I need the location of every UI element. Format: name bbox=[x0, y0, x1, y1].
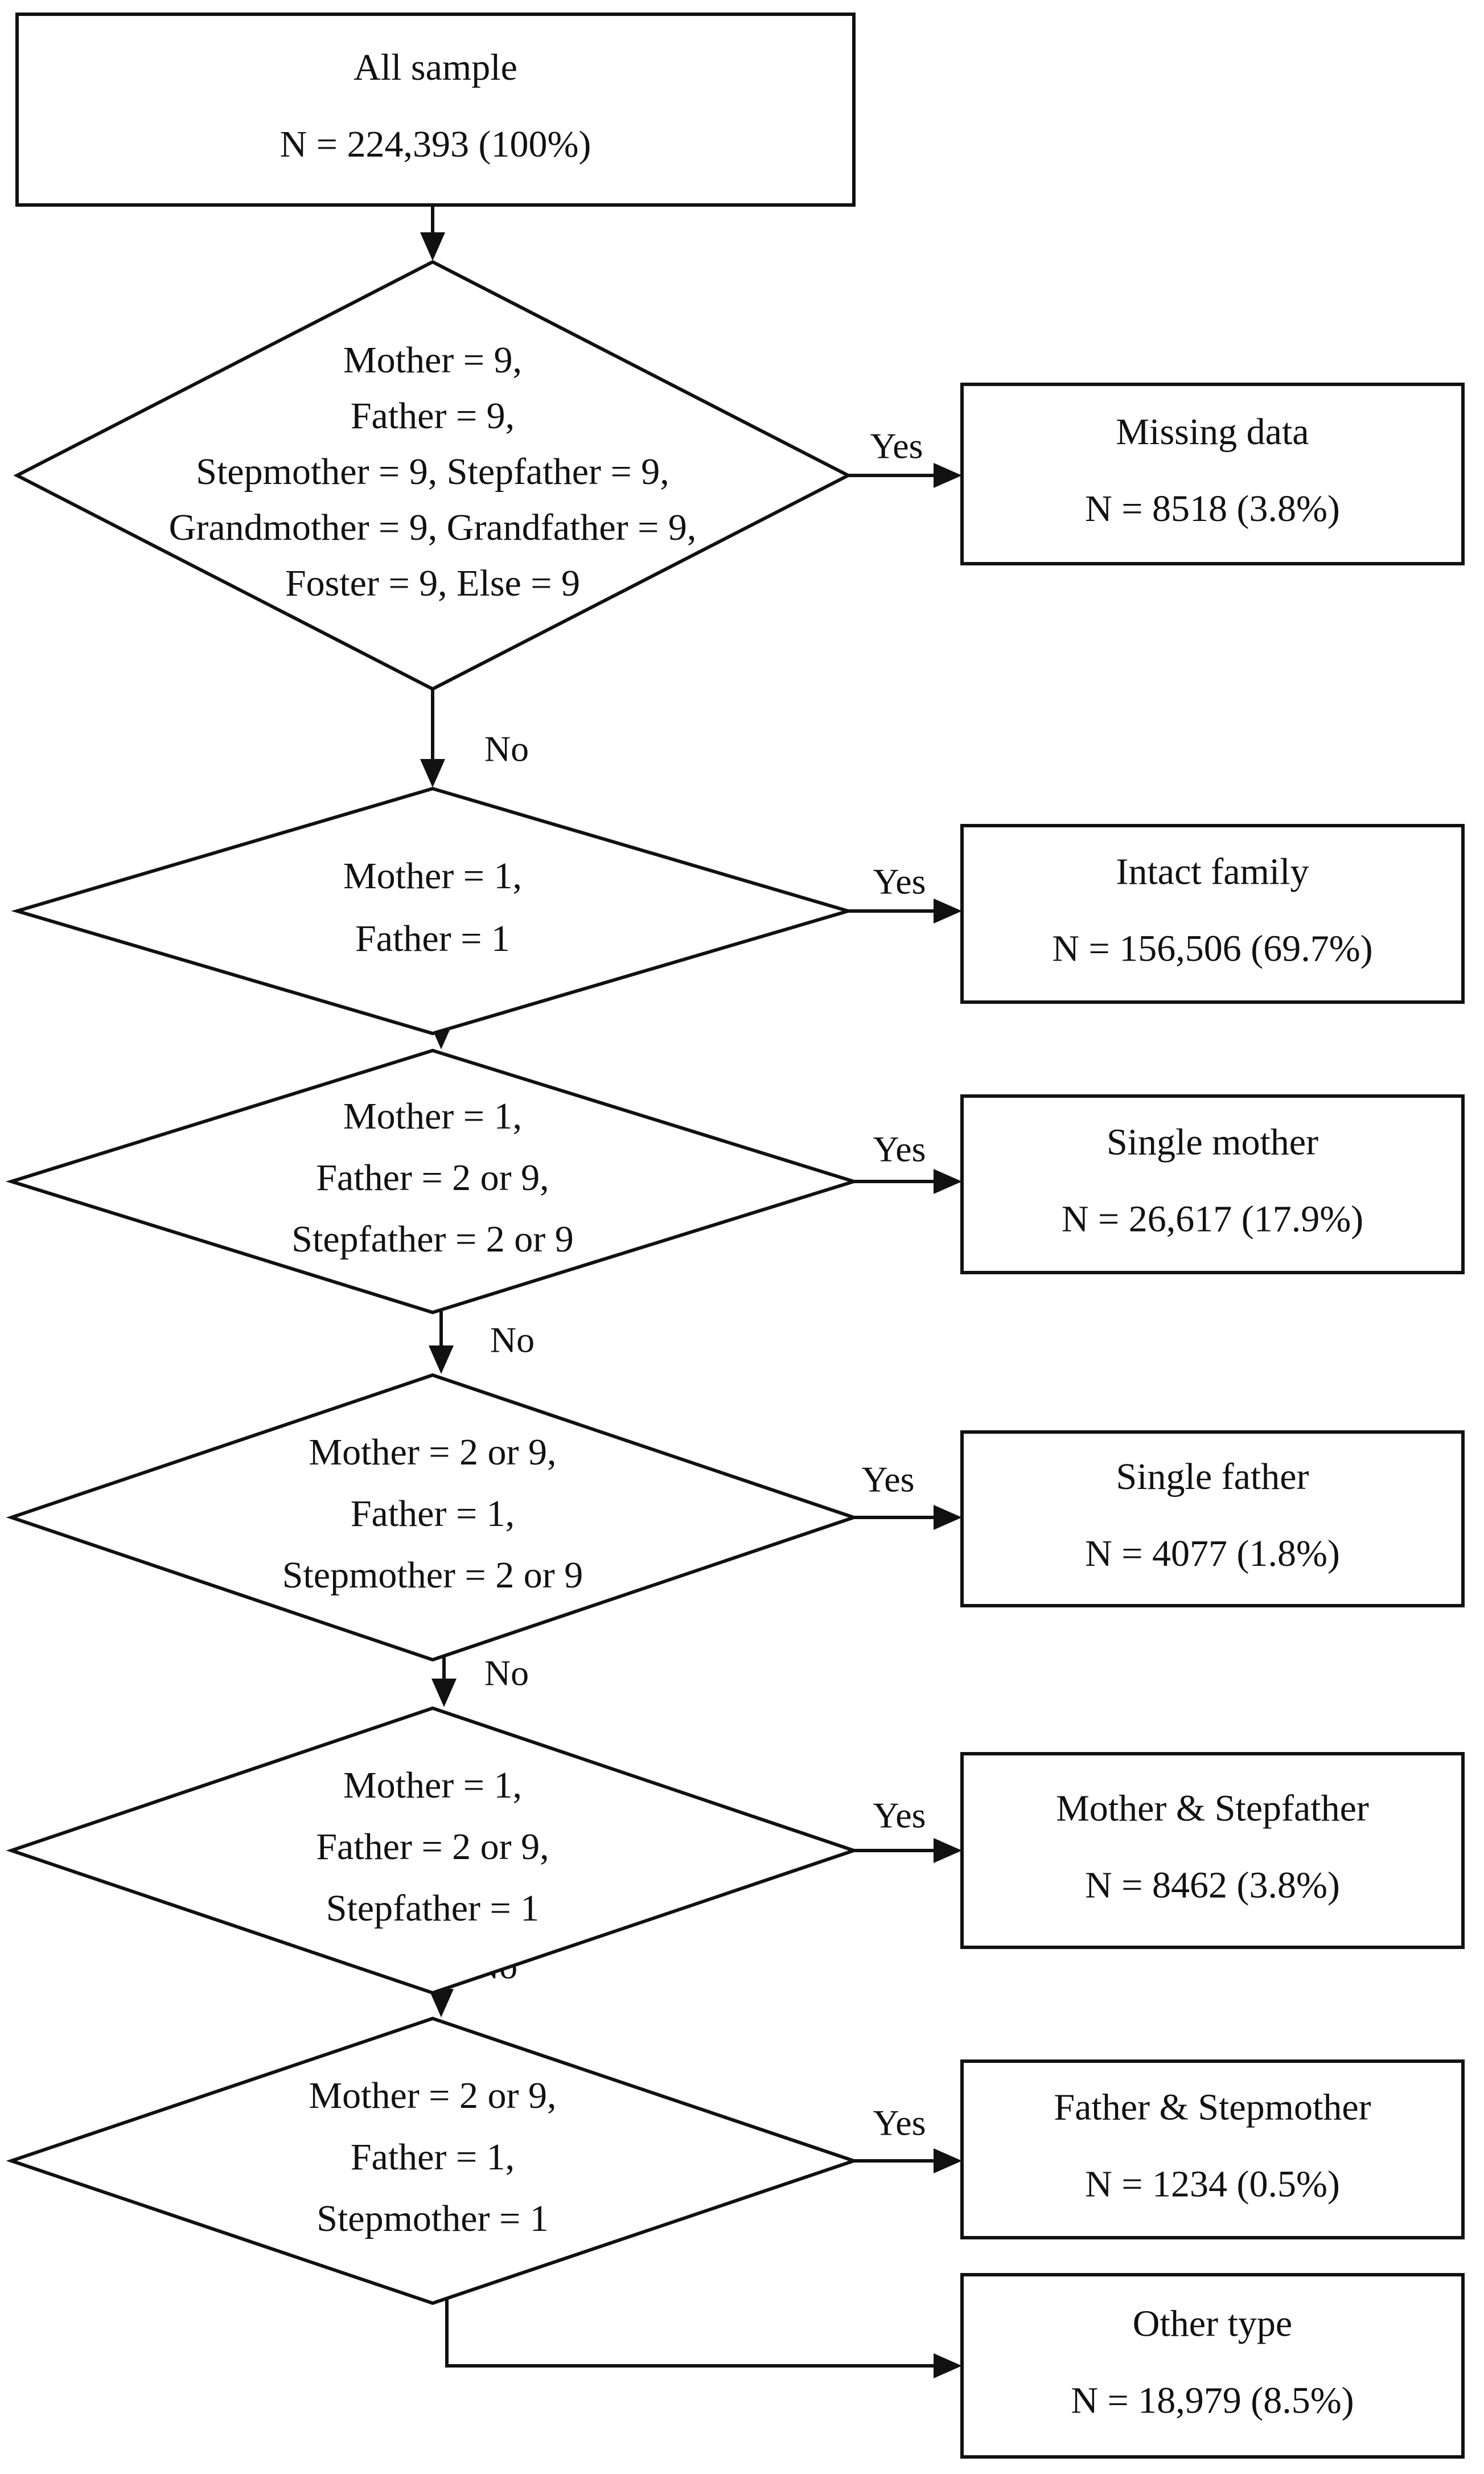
node-label-line: Father & Stepmother bbox=[1054, 2087, 1371, 2128]
decision-d3: Mother = 1, Father = 2 or 9, Stepfather = … bbox=[5, 1048, 860, 1315]
node-label-line: Father = 9, bbox=[351, 395, 515, 437]
decision-d1: Mother = 9, Father = 9, Stepmother = 9, St… bbox=[13, 260, 852, 691]
box-all-sample: All sample N = 224,393 (100%) bbox=[15, 13, 856, 207]
decision-d2: Mother = 1, Father = 1 bbox=[11, 786, 854, 1036]
node-label-line: Mother & Stepfather bbox=[1056, 1788, 1369, 1829]
box-single-father: Single father N = 4077 (1.8%) bbox=[960, 1430, 1465, 1607]
arrowhead bbox=[420, 759, 445, 787]
edge-label-yes: Yes bbox=[873, 2103, 926, 2143]
node-label-line: Father = 1, bbox=[351, 1493, 515, 1535]
node-label-line: Mother = 1, bbox=[343, 1765, 522, 1806]
edge-label-no: No bbox=[490, 1320, 535, 1360]
node-label-line: Father = 2 or 9, bbox=[316, 1826, 549, 1868]
node-rectangle bbox=[15, 13, 856, 207]
edge-all-sample-to-d1 bbox=[420, 205, 445, 261]
arrowhead bbox=[431, 1679, 457, 1707]
node-label-line: Missing data bbox=[1116, 411, 1309, 453]
node-rectangle bbox=[960, 2273, 1465, 2459]
node-label-line: Mother = 1, bbox=[343, 855, 522, 897]
node-rectangle bbox=[960, 2059, 1465, 2239]
edge-label-no: No bbox=[484, 1653, 529, 1693]
node-label-line: N = 8518 (3.8%) bbox=[1085, 488, 1340, 530]
node-label-line: Mother = 1, bbox=[343, 1096, 522, 1137]
box-father-stepmother: Father & Stepmother N = 1234 (0.5%) bbox=[960, 2059, 1465, 2239]
node-label-line: N = 26,617 (17.9%) bbox=[1062, 1199, 1363, 1240]
arrowhead bbox=[934, 1505, 962, 1530]
node-label-line: Stepmother = 2 or 9 bbox=[282, 1554, 583, 1596]
decision-diamond bbox=[6, 1373, 860, 1662]
box-intact-family: Intact family N = 156,506 (69.7%) bbox=[960, 824, 1465, 1004]
arrowhead bbox=[934, 2353, 962, 2378]
node-label-line: N = 8462 (3.8%) bbox=[1085, 1865, 1340, 1906]
node-label-line: Mother = 2 or 9, bbox=[309, 1431, 557, 1473]
node-label-line: Mother = 9, bbox=[343, 339, 522, 381]
box-single-mother: Single mother N = 26,617 (17.9%) bbox=[960, 1094, 1465, 1274]
node-label-line: Mother = 2 or 9, bbox=[309, 2075, 557, 2116]
node-label-line: Intact family bbox=[1116, 851, 1309, 893]
node-label-line: Stepfather = 2 or 9 bbox=[291, 1218, 573, 1260]
arrowhead bbox=[429, 1989, 454, 2017]
node-label-line: Stepmother = 1 bbox=[316, 2198, 549, 2239]
arrowhead bbox=[934, 2148, 962, 2173]
arrowhead bbox=[934, 463, 962, 488]
decision-diamond bbox=[13, 260, 852, 691]
node-label-line: Father = 2 or 9, bbox=[316, 1157, 549, 1199]
edge-d2-to-intact-family: Yes bbox=[848, 861, 962, 924]
arrowhead bbox=[429, 1345, 454, 1374]
node-rectangle bbox=[960, 824, 1465, 1004]
node-label-line: Stepmother = 9, Stepfather = 9, bbox=[196, 451, 669, 493]
decision-d4: Mother = 2 or 9, Father = 1, Stepmother = … bbox=[6, 1373, 860, 1662]
edge-d1-to-missing-data: Yes bbox=[848, 426, 962, 488]
box-missing-data: Missing data N = 8518 (3.8%) bbox=[960, 383, 1465, 565]
node-label-line: Foster = 9, Else = 9 bbox=[285, 563, 580, 604]
edge-label-yes: Yes bbox=[870, 426, 923, 466]
box-mother-stepfather: Mother & Stepfather N = 8462 (3.8%) bbox=[960, 1752, 1465, 1949]
node-label-line: Single father bbox=[1116, 1456, 1309, 1497]
edge-label-yes: Yes bbox=[873, 861, 926, 902]
arrowhead bbox=[934, 1838, 962, 1863]
node-label-line: N = 1234 (0.5%) bbox=[1085, 2164, 1340, 2205]
node-label-line: Other type bbox=[1133, 2303, 1292, 2345]
decision-d6: Mother = 2 or 9, Father = 1, Stepmother = … bbox=[6, 2016, 860, 2305]
box-other-type: Other type N = 18,979 (8.5%) bbox=[960, 2273, 1465, 2459]
node-rectangle bbox=[960, 1430, 1465, 1607]
edge-d1-to-d2: No bbox=[420, 689, 529, 787]
node-label-line: N = 18,979 (8.5%) bbox=[1071, 2380, 1354, 2422]
node-label-line: Stepfather = 1 bbox=[326, 1888, 539, 1929]
node-label-line: All sample bbox=[353, 47, 517, 88]
arrowhead bbox=[934, 1169, 962, 1194]
edge-label-no: No bbox=[484, 729, 529, 769]
edge-label-yes: Yes bbox=[873, 1129, 926, 1170]
edge-label-yes: Yes bbox=[873, 1795, 926, 1836]
arrowhead bbox=[934, 898, 962, 924]
node-label-line: N = 156,506 (69.7%) bbox=[1052, 928, 1372, 970]
decision-diamond bbox=[6, 1706, 860, 1995]
node-rectangle bbox=[960, 1752, 1465, 1949]
arrowhead bbox=[420, 232, 445, 261]
node-label-line: Grandmother = 9, Grandfather = 9, bbox=[169, 507, 697, 548]
edge-d6-to-father-stepmother: Yes bbox=[854, 2103, 962, 2173]
decision-diamond bbox=[6, 2016, 860, 2305]
node-rectangle bbox=[960, 1094, 1465, 1274]
decision-diamond bbox=[5, 1048, 860, 1315]
edge-d4-to-single-father: Yes bbox=[854, 1459, 962, 1530]
edge-d5-to-mother-stepfather: Yes bbox=[854, 1795, 962, 1863]
edge-label-yes: Yes bbox=[861, 1459, 914, 1500]
node-label-line: N = 224,393 (100%) bbox=[280, 124, 591, 165]
node-label-line: N = 4077 (1.8%) bbox=[1085, 1533, 1340, 1574]
node-label-line: Father = 1, bbox=[351, 2136, 515, 2178]
node-label-line: Father = 1 bbox=[355, 918, 510, 959]
node-rectangle bbox=[960, 383, 1465, 565]
edge-d3-to-single-mother: Yes bbox=[854, 1129, 962, 1194]
node-label-line: Single mother bbox=[1107, 1122, 1318, 1163]
decision-d5: Mother = 1, Father = 2 or 9, Stepfather = … bbox=[6, 1706, 860, 1995]
decision-diamond bbox=[11, 786, 854, 1036]
